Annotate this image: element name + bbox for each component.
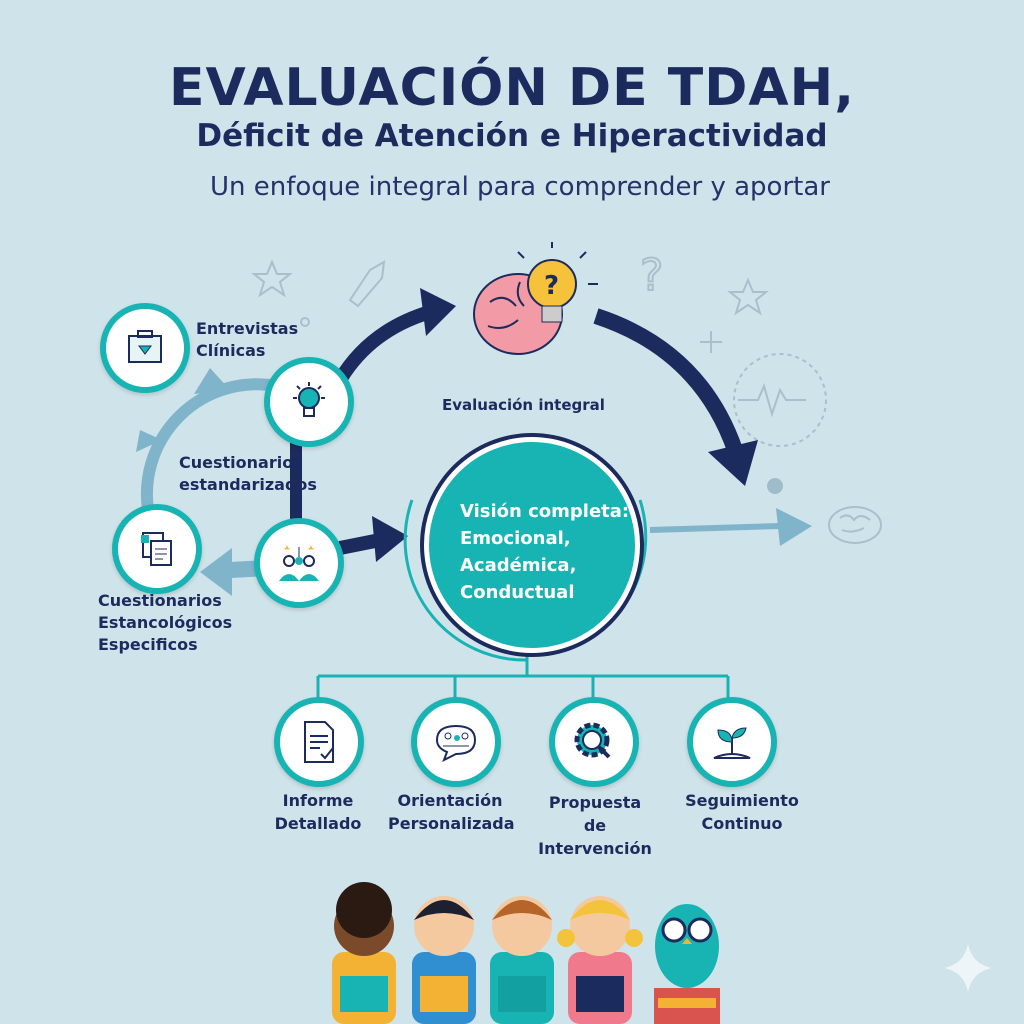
sprout-icon [713, 727, 751, 759]
label-line: Continuo [701, 814, 783, 833]
lightbulb-icon [293, 382, 325, 417]
label-line: Informe [282, 791, 354, 810]
documents-icon [141, 532, 172, 566]
people-ideas-icon [279, 545, 319, 581]
center-line: Visión completa: [460, 501, 630, 522]
label-line: Personalizada [388, 814, 515, 833]
small-brain-icon [828, 506, 882, 544]
children-reading-illustration [332, 882, 720, 1024]
outcome-propuesta[interactable] [549, 697, 639, 787]
label-propuesta: Propuesta de Intervención [535, 791, 655, 860]
outcome-orientacion[interactable] [411, 697, 501, 787]
center-line: Académica, [460, 555, 577, 576]
label-line: Orientación [397, 791, 503, 810]
node-people-ideas[interactable] [254, 518, 344, 608]
outcome-informe[interactable] [274, 697, 364, 787]
label-line: Cuestionarios [98, 591, 222, 610]
label-line: Estancológicos [98, 613, 233, 632]
center-circle [424, 437, 640, 653]
center-line: Conductual [460, 582, 575, 603]
label-cuestionarios-estandarizados: Cuestionarios estandarizados [179, 452, 317, 496]
label-line: Detallado [274, 814, 362, 833]
child-2-icon [412, 896, 476, 1024]
briefcase-icon [128, 330, 162, 363]
node-cuestionarios-especificos[interactable] [112, 504, 202, 594]
label-line: Entrevistas [196, 319, 299, 338]
label-line: Seguimiento [685, 791, 799, 810]
tagline: Un enfoque integral para comprender y ap… [210, 172, 830, 202]
decor-stars-icon: ? [251, 249, 827, 447]
label-line: Propuesta de [548, 793, 642, 835]
label-line: Cuestionarios [179, 453, 303, 472]
child-3-icon [490, 896, 554, 1024]
brain-question-icon: ? [473, 242, 598, 355]
node-cuestionarios-estandarizados[interactable] [264, 357, 354, 447]
center-text: Visión completa: Emocional, Académica, C… [460, 498, 629, 606]
page-title: EVALUACIÓN DE TDAH, [169, 58, 855, 118]
center-line: Emocional, [460, 528, 571, 549]
gear-search-icon [574, 722, 611, 759]
page-subtitle: Déficit de Atención e Hiperactividad [196, 118, 828, 154]
label-line: Especificos [98, 635, 198, 654]
node-entrevistas[interactable] [100, 303, 190, 393]
svg-text:?: ? [544, 271, 559, 301]
speech-people-icon [435, 724, 477, 762]
label-line: Intervención [538, 839, 652, 858]
child-4-icon [557, 896, 643, 1024]
owl-icon [654, 904, 720, 1024]
outcome-seguimiento[interactable] [687, 697, 777, 787]
svg-text:?: ? [640, 250, 663, 301]
report-icon [304, 721, 334, 763]
label-line: Clínicas [196, 341, 266, 360]
label-line: estandarizados [179, 475, 317, 494]
evaluation-label: Evaluación integral [442, 396, 605, 414]
child-1-icon [332, 882, 396, 1024]
